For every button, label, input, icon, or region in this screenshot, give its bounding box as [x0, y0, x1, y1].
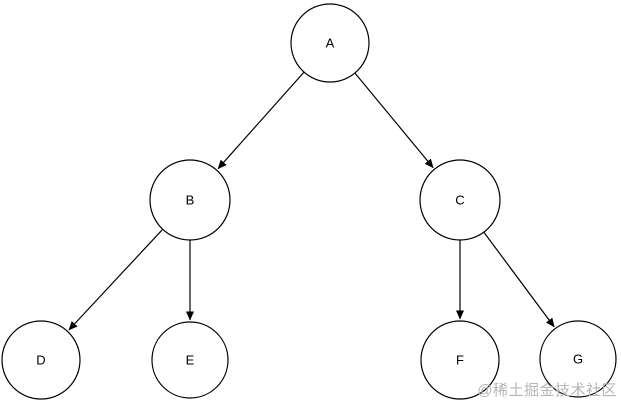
node-F-label: F: [456, 352, 464, 367]
node-G-circle: [539, 320, 617, 398]
node-A-label: A: [326, 35, 335, 50]
watermark-text: @稀土掘金技术社区: [477, 382, 617, 399]
node-C-label: C: [455, 192, 464, 207]
node-A: A: [290, 3, 370, 83]
node-F-circle: [420, 320, 500, 400]
node-G: G: [539, 320, 617, 398]
node-B: B: [149, 159, 231, 241]
node-E: E: [151, 321, 229, 399]
edge-A-C: [354, 72, 434, 169]
nodes-layer: A B C D E F G: [1, 3, 617, 400]
node-F: F: [420, 320, 500, 400]
edges-layer: [68, 71, 555, 331]
node-D: D: [1, 320, 81, 400]
node-D-label: D: [36, 352, 45, 367]
node-B-circle: [149, 159, 231, 241]
node-C-circle: [419, 159, 501, 241]
node-E-circle: [151, 321, 229, 399]
node-A-circle: [290, 3, 370, 83]
edge-C-G: [483, 231, 555, 328]
node-C: C: [419, 159, 501, 241]
edge-A-B: [217, 71, 305, 170]
node-E-label: E: [186, 352, 195, 367]
edge-B-D: [68, 228, 164, 331]
node-D-circle: [1, 320, 81, 400]
node-B-label: B: [186, 192, 195, 207]
node-G-label: G: [573, 351, 583, 366]
